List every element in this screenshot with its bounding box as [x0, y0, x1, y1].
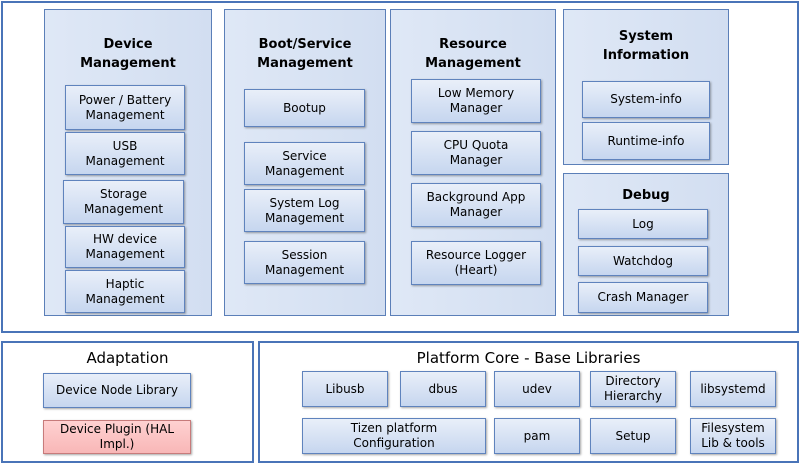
- udev-box: udev: [494, 371, 580, 407]
- resource-management-column: Resource Management Low Memory Manager C…: [390, 9, 556, 316]
- adaptation-frame: Adaptation Device Node Library Device Pl…: [1, 341, 254, 463]
- system-information-title: System Information: [602, 29, 690, 63]
- device-node-library-box: Device Node Library: [43, 373, 191, 408]
- pam-box: pam: [494, 418, 580, 454]
- background-app-manager-box: Background App Manager: [411, 183, 541, 227]
- platform-core-title: Platform Core - Base Libraries: [416, 349, 641, 367]
- usb-management-box: USB Management: [65, 132, 185, 175]
- platform-core-frame: Platform Core - Base Libraries Libusb db…: [258, 341, 799, 463]
- libusb-box: Libusb: [302, 371, 388, 407]
- tizen-platform-configuration-box: Tizen platform Configuration: [302, 418, 486, 454]
- system-log-management-box: System Log Management: [244, 189, 365, 232]
- service-management-box: Service Management: [244, 142, 365, 185]
- watchdog-box: Watchdog: [578, 246, 708, 276]
- power-battery-management-box: Power / Battery Management: [65, 85, 185, 130]
- boot-service-management-title: Boot/Service Management: [257, 37, 353, 71]
- boot-service-management-column: Boot/Service Management Bootup Service M…: [224, 9, 386, 316]
- session-management-box: Session Management: [244, 241, 365, 284]
- runtime-info-box: Runtime-info: [582, 122, 710, 160]
- debug-title: Debug: [622, 188, 670, 203]
- crash-manager-box: Crash Manager: [578, 282, 708, 313]
- log-box: Log: [578, 209, 708, 239]
- setup-box: Setup: [590, 418, 676, 454]
- directory-hierarchy-box: Directory Hierarchy: [590, 371, 676, 407]
- device-management-title: Device Management: [80, 37, 176, 71]
- resource-management-title: Resource Management: [425, 37, 521, 71]
- filesystem-lib-tools-box: Filesystem Lib & tools: [690, 418, 776, 454]
- adaptation-title: Adaptation: [86, 349, 169, 367]
- dbus-box: dbus: [400, 371, 486, 407]
- cpu-quota-manager-box: CPU Quota Manager: [411, 131, 541, 175]
- low-memory-manager-box: Low Memory Manager: [411, 79, 541, 123]
- device-plugin-hal-box: Device Plugin (HAL Impl.): [43, 420, 191, 454]
- bootup-box: Bootup: [244, 89, 365, 127]
- libsystemd-box: libsystemd: [690, 371, 776, 407]
- device-management-column: Device Management Power / Battery Manage…: [44, 9, 212, 316]
- hw-device-management-box: HW device Management: [65, 226, 185, 268]
- resource-logger-box: Resource Logger (Heart): [411, 241, 541, 285]
- haptic-management-box: Haptic Management: [65, 270, 185, 313]
- system-info-box: System-info: [582, 81, 710, 118]
- storage-management-box: Storage Management: [63, 180, 184, 224]
- system-information-column: System Information System-info Runtime-i…: [563, 9, 729, 165]
- debug-column: Debug Log Watchdog Crash Manager: [563, 173, 729, 316]
